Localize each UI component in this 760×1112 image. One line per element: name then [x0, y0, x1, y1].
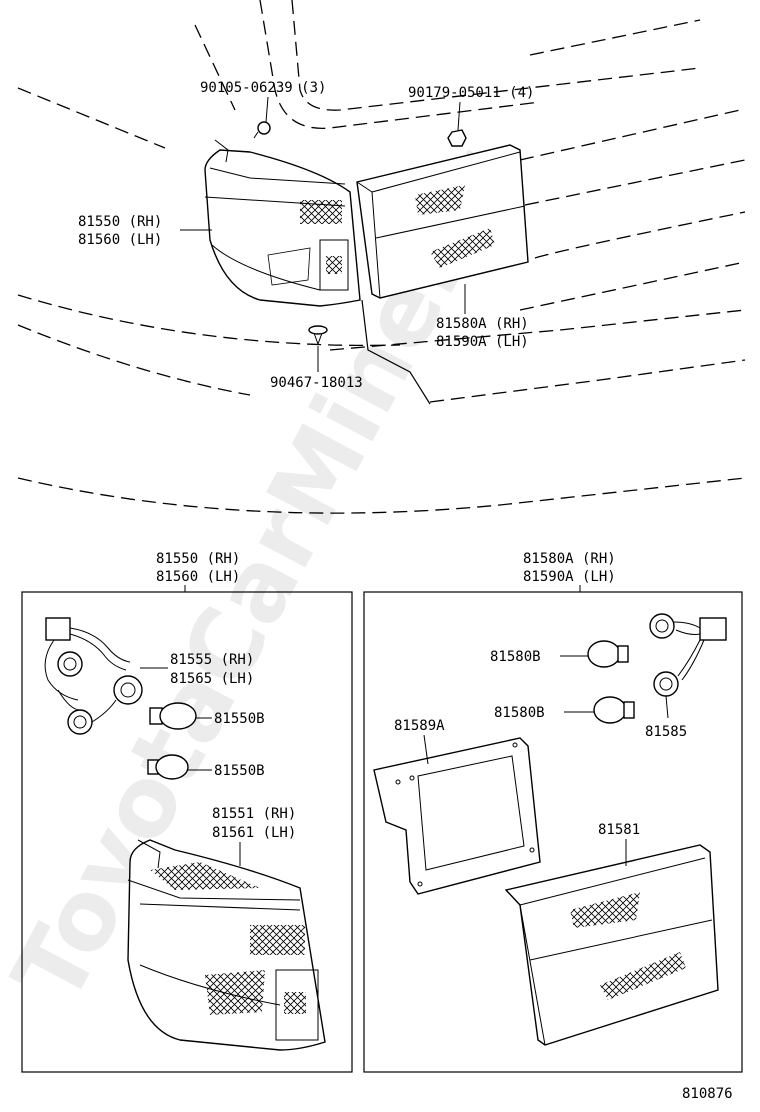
clip-icon — [308, 325, 328, 346]
left-lens-illustration — [127, 839, 326, 1051]
left-box-header-lh: 81560 (LH) — [156, 569, 240, 585]
right-lens-code: 81581 — [598, 822, 640, 838]
left-lens-code-lh: 81561 (LH) — [212, 825, 296, 841]
callout-left-bulb-2: 81550B — [188, 763, 265, 779]
callout-right-socket: 81585 — [645, 695, 687, 740]
left-box-frame — [21, 591, 353, 1073]
callout-right-lens: 81581 — [598, 822, 640, 866]
right-box-header: 81580A (RH) 81590A (LH) — [523, 551, 616, 592]
callout-nut: 90179-05011 (4) — [408, 85, 534, 131]
right-box-frame — [363, 591, 743, 1073]
outer-lamp-code-lh: 81560 (LH) — [78, 232, 162, 248]
inner-lamp-illustration — [356, 144, 529, 299]
right-box-header-rh: 81580A (RH) — [523, 551, 616, 567]
nut-icon — [447, 129, 467, 147]
callout-right-bulb-1: 81580B — [490, 649, 588, 665]
right-lens-illustration — [504, 844, 719, 1046]
nut-code: 90179-05011 (4) — [408, 85, 534, 101]
inner-lamp-code-lh: 81590A (LH) — [436, 334, 529, 350]
left-box-header-rh: 81550 (RH) — [156, 551, 240, 567]
gasket-code: 81589A — [394, 718, 445, 734]
right-bulb-2-code: 81580B — [494, 705, 545, 721]
callout-left-lens: 81551 (RH) 81561 (LH) — [212, 806, 296, 866]
left-bulb-1-code: 81550B — [214, 711, 265, 727]
outer-tail-lamp-illustration — [204, 139, 361, 307]
left-lens-code-rh: 81551 (RH) — [212, 806, 296, 822]
clip-code: 90467-18013 — [270, 375, 363, 391]
callout-screw: 90105-06239 (3) — [200, 80, 326, 123]
right-socket-code: 81585 — [645, 724, 687, 740]
callout-gasket: 81589A — [394, 718, 445, 765]
callout-left-socket: 81555 (RH) 81565 (LH) — [140, 652, 254, 687]
gasket-illustration — [373, 737, 541, 895]
left-socket-code-lh: 81565 (LH) — [170, 671, 254, 687]
right-bulb-2-icon — [593, 696, 635, 724]
callout-left-bulb-1: 81550B — [196, 711, 265, 727]
left-socket-wiring-illustration — [44, 617, 143, 735]
callout-right-bulb-2: 81580B — [494, 705, 594, 721]
callout-clip: 90467-18013 — [270, 346, 363, 391]
right-bulb-1-code: 81580B — [490, 649, 541, 665]
screw-code: 90105-06239 (3) — [200, 80, 326, 96]
callout-inner-lamp: 81580A (RH) 81590A (LH) — [436, 284, 529, 350]
catalog-number: 810876 — [682, 1086, 733, 1102]
right-box-header-lh: 81590A (LH) — [523, 569, 616, 585]
left-bulb-2-icon — [147, 754, 189, 780]
callout-outer-lamp: 81550 (RH) 81560 (LH) — [78, 214, 212, 248]
screw-icon — [253, 121, 271, 139]
outer-lamp-code-rh: 81550 (RH) — [78, 214, 162, 230]
left-box-header: 81550 (RH) 81560 (LH) — [156, 551, 240, 592]
vehicle-body-outline — [17, 0, 746, 514]
inner-lamp-code-rh: 81580A (RH) — [436, 316, 529, 332]
right-socket-wiring-illustration — [649, 613, 727, 697]
left-socket-code-rh: 81555 (RH) — [170, 652, 254, 668]
right-bulb-1-icon — [587, 640, 629, 668]
left-bulb-1-icon — [149, 702, 197, 730]
left-bulb-2-code: 81550B — [214, 763, 265, 779]
